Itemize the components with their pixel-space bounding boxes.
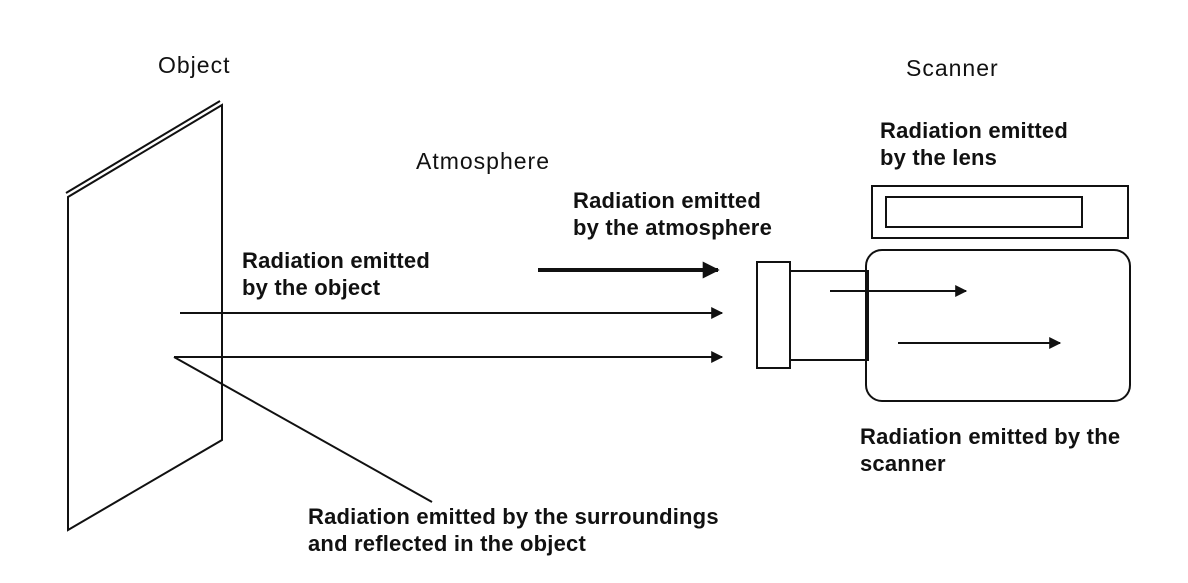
radiation-atmosphere-line2: by the atmosphere	[573, 214, 773, 240]
scanner-top-unit-inner	[885, 196, 1083, 228]
radiation-scanner-label: Radiation emitted by the scanner	[860, 424, 1120, 478]
radiation-lens-label: Radiation emitted by the lens	[880, 118, 1068, 172]
surroundings-leader-line	[173, 356, 433, 503]
radiation-lens-line2: by the lens	[880, 144, 998, 170]
radiation-scanner-line2: scanner	[860, 450, 946, 476]
object-plate-edge-highlight	[65, 100, 221, 194]
radiation-object-line1: Radiation emitted	[242, 248, 430, 273]
radiation-surroundings-line2: and reflected in the object	[308, 530, 587, 556]
radiation-surroundings-line1: Radiation emitted by the surroundings	[308, 504, 719, 529]
radiation-surroundings-label: Radiation emitted by the surroundings an…	[308, 504, 719, 558]
radiation-object-line2: by the object	[242, 274, 381, 300]
radiation-object-label: Radiation emitted by the object	[242, 248, 430, 302]
radiation-lens-line1: Radiation emitted	[880, 118, 1068, 143]
radiation-atmosphere-line1: Radiation emitted	[573, 188, 761, 213]
object-plate	[67, 103, 223, 532]
scanner-lens-front	[756, 261, 791, 369]
radiation-scanner-line1: Radiation emitted by the	[860, 424, 1121, 449]
scanner-label: Scanner	[906, 55, 999, 81]
scanner-body	[865, 249, 1131, 402]
radiation-atmosphere-label: Radiation emitted by the atmosphere	[573, 188, 772, 242]
atmosphere-label: Atmosphere	[416, 148, 551, 174]
scanner-barrel	[789, 270, 869, 361]
scanner-top-unit	[871, 185, 1129, 239]
object-label: Object	[158, 52, 231, 78]
